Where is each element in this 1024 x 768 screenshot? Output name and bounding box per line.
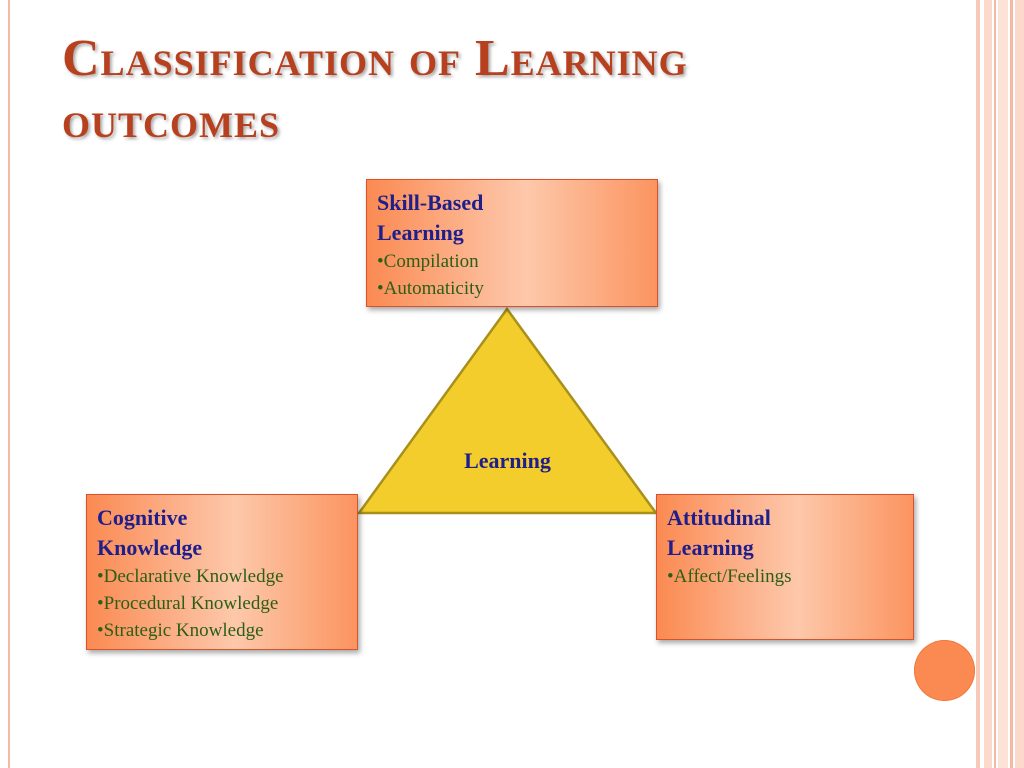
- box-heading: Knowledge: [97, 535, 203, 560]
- list-item: •Declarative Knowledge: [97, 566, 284, 587]
- box-heading: Learning: [377, 220, 464, 245]
- attitudinal-learning-box: Attitudinal Learning •Affect/Feelings: [656, 494, 914, 640]
- right-stripe: [1015, 0, 1024, 768]
- right-stripe: [994, 0, 996, 768]
- right-stripe: [1010, 0, 1013, 768]
- slide-title: Classification of Learning outcomes: [62, 28, 962, 152]
- box-heading: Cognitive: [97, 505, 188, 530]
- list-item: •Affect/Feelings: [667, 566, 792, 587]
- list-item: •Strategic Knowledge: [97, 620, 264, 641]
- right-stripe: [984, 0, 992, 768]
- right-stripe: [976, 0, 980, 768]
- box-heading: Attitudinal: [667, 505, 771, 530]
- slide-title-line2: outcomes: [62, 92, 281, 149]
- learning-triangle: [356, 306, 659, 515]
- decorative-circle: [914, 640, 975, 701]
- slide-title-line1: Classification of Learning: [62, 30, 688, 87]
- box-heading: Learning: [667, 535, 754, 560]
- list-item: •Procedural Knowledge: [97, 593, 279, 614]
- cognitive-knowledge-box: Cognitive Knowledge •Declarative Knowled…: [86, 494, 358, 650]
- triangle-shape: [356, 306, 659, 515]
- skill-based-learning-box: Skill-Based Learning •Compilation •Autom…: [366, 179, 658, 307]
- list-item: •Automaticity: [377, 278, 484, 299]
- left-border-line: [8, 0, 10, 768]
- box-heading: Skill-Based: [377, 190, 484, 215]
- triangle-center-label: Learning: [464, 448, 551, 473]
- list-item: •Compilation: [377, 251, 479, 272]
- right-stripe: [998, 0, 1008, 768]
